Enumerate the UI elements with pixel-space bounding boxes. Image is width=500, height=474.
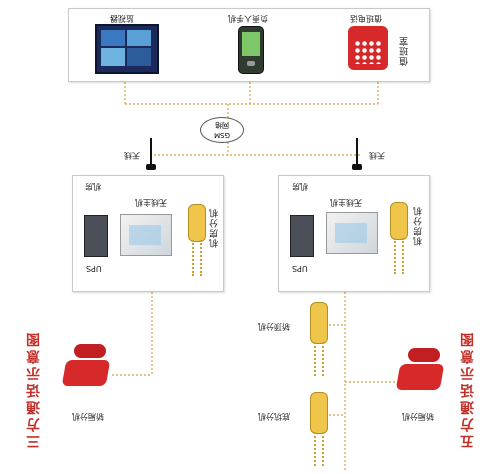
right-antenna-icon xyxy=(356,138,358,168)
left-ups-icon xyxy=(84,215,108,257)
left-antenna-label: 天线 xyxy=(124,151,140,160)
left-room-label: 机房 xyxy=(85,182,101,191)
monitor-icon xyxy=(95,24,159,74)
left-room-ext-cord xyxy=(192,240,202,276)
duty-phone-label: 值班电话 xyxy=(350,14,382,23)
duty-phone-icon xyxy=(348,26,388,70)
left-host-unit xyxy=(120,214,172,256)
top-ext-handset xyxy=(310,302,328,344)
right-ups-icon xyxy=(290,215,314,257)
left-ups-label: UPS xyxy=(86,264,102,273)
right-room-label: 机房 xyxy=(292,182,308,191)
left-antenna-icon xyxy=(150,138,152,168)
monitor-label: 监视器 xyxy=(110,14,134,23)
duty-room-label: 值班室 xyxy=(400,36,410,66)
left-host-label: 无线主机 xyxy=(135,198,167,207)
mobile-phone-icon xyxy=(238,26,264,74)
right-host-label: 无线主机 xyxy=(330,198,362,207)
gsm-network: GSM 网络 xyxy=(200,117,244,143)
gsm-label: GSM xyxy=(214,131,230,139)
left-car-phone-icon xyxy=(61,344,114,392)
right-car-phone-icon xyxy=(395,348,448,396)
left-car-phone-label: 轿厢分机 xyxy=(72,412,104,421)
right-ext-label: 机房分机 xyxy=(414,206,424,246)
right-ups-label: UPS xyxy=(292,264,308,273)
right-antenna-label: 天线 xyxy=(369,151,385,160)
right-room-ext-cord xyxy=(394,238,404,274)
left-title: 三方通话示意图 xyxy=(26,330,42,449)
right-host-unit xyxy=(326,212,378,254)
pit-ext-handset xyxy=(310,392,328,434)
mobile-label: 负责人手机 xyxy=(228,14,268,23)
top-ext-label: 轿顶分机 xyxy=(258,322,290,331)
right-car-phone-label: 轿厢分机 xyxy=(402,412,434,421)
right-room-ext-handset xyxy=(390,202,408,240)
right-title: 五方通话示意图 xyxy=(460,330,476,449)
left-room-ext-handset xyxy=(188,204,206,242)
network-label: 网络 xyxy=(215,121,229,129)
pit-ext-label: 底坑分机 xyxy=(258,412,290,421)
left-ext-label: 机房分机 xyxy=(210,208,220,248)
